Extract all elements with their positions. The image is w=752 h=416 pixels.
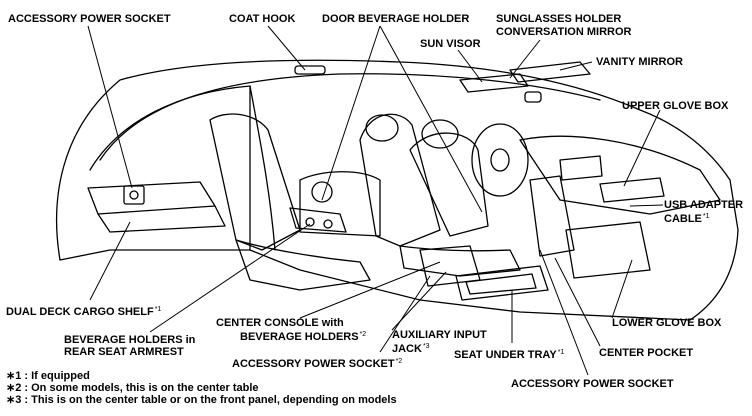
dashboard [519, 135, 721, 215]
cargo-shelf [87, 181, 216, 215]
cargo-socket [129, 190, 139, 200]
footnote-1: ∗1 : If equipped [6, 370, 90, 382]
leader-accessory-socket-top [87, 25, 133, 189]
steering-wheel [471, 123, 529, 197]
label-cable: CABLE*1 [664, 213, 710, 225]
front-seat-back-right [409, 132, 489, 237]
leader-socket-bottom [539, 249, 589, 376]
vanity-mirror-shape [509, 61, 591, 83]
label-door-beverage-holder: DOOR BEVERAGE HOLDER [322, 13, 470, 25]
footnote-2: ∗2 : On some models, this is on the cent… [6, 382, 259, 394]
leader-sun-visor [457, 49, 483, 83]
label-dual-deck-cargo-shelf: DUAL DECK CARGO SHELF*1 [6, 306, 162, 318]
label-center-pocket: CENTER POCKET [599, 347, 694, 359]
seat-under-tray-inner [465, 273, 537, 295]
label-auxiliary-input: AUXILIARY INPUT [392, 329, 487, 341]
label-vanity-mirror: VANITY MIRROR [596, 56, 683, 68]
leader-upper-glove [623, 109, 661, 187]
b-pillar [249, 85, 276, 251]
leader-lower-glove [611, 259, 633, 319]
footnote-3: ∗3 : This is on the center table or on t… [6, 394, 397, 406]
label-sun-visor: SUN VISOR [420, 38, 481, 50]
leader-dual-deck [89, 221, 131, 301]
sun-visor-shape [459, 73, 529, 93]
leader-coat-hook [267, 25, 306, 71]
label-rear-seat-armrest: REAR SEAT ARMREST [64, 346, 184, 358]
rearview-mirror [524, 91, 542, 103]
front-seat-cushion [399, 245, 521, 277]
seat-under-tray [455, 265, 549, 301]
door-speaker [311, 181, 333, 203]
leader-vanity [559, 61, 593, 71]
leader-socket-mid [379, 275, 431, 353]
label-seat-under-tray: SEAT UNDER TRAY*1 [454, 349, 565, 361]
upper-glove-box-outline [599, 177, 665, 203]
roof-inner-line [99, 73, 601, 161]
rear-seat-cushion [235, 239, 371, 291]
label-jack: JACK*3 [392, 343, 430, 355]
cargo-socket-box [123, 185, 145, 205]
lower-glove-box-outline [565, 221, 651, 279]
rear-floor [59, 249, 691, 321]
roof-outline [55, 59, 739, 321]
leader-rear-armrest [149, 223, 311, 333]
front-seat-back-left [359, 113, 441, 247]
rear-armrest-cup-2 [323, 219, 333, 229]
cargo-shelf-edge [97, 205, 226, 233]
door-frame-left [89, 85, 251, 251]
label-sunglasses-holder: SUNGLASSES HOLDER [496, 13, 622, 25]
coat-hook-shape [294, 65, 326, 75]
label-accessory-power-socket-bottom: ACCESSORY POWER SOCKET [511, 378, 674, 390]
label-conversation-mirror: CONVERSATION MIRROR [496, 26, 632, 38]
rear-armrest-cup-1 [305, 217, 315, 227]
headrest-left [365, 114, 399, 142]
door-panel [299, 171, 381, 237]
label-upper-glove-box: UPPER GLOVE BOX [622, 100, 729, 112]
rear-seat-back [209, 113, 301, 251]
label-beverage-holders-in: BEVERAGE HOLDERS in [64, 334, 196, 346]
leader-door-beverage-2 [379, 25, 483, 213]
label-coat-hook: COAT HOOK [229, 13, 296, 25]
leader-door-beverage-1 [321, 25, 381, 201]
label-lower-glove-box: LOWER GLOVE BOX [612, 317, 722, 329]
leader-sunglasses [509, 39, 541, 79]
label-center-console-with: CENTER CONSOLE with [216, 317, 344, 329]
label-console-beverage-holders: BEVERAGE HOLDERS*2 [240, 331, 367, 343]
leader-center-pocket [554, 257, 601, 347]
leader-center-console [299, 261, 441, 319]
steering-hub [490, 148, 510, 172]
label-accessory-power-socket-top: ACCESSORY POWER SOCKET [8, 13, 171, 25]
dash-vents [559, 155, 603, 181]
headrest-right [421, 119, 459, 149]
rear-armrest [289, 207, 347, 233]
label-accessory-power-socket-mid: ACCESSORY POWER SOCKET*2 [232, 358, 403, 370]
label-usb-adapter: USB ADAPTER [664, 199, 744, 211]
leader-usb [629, 204, 664, 207]
center-stack [529, 175, 575, 257]
